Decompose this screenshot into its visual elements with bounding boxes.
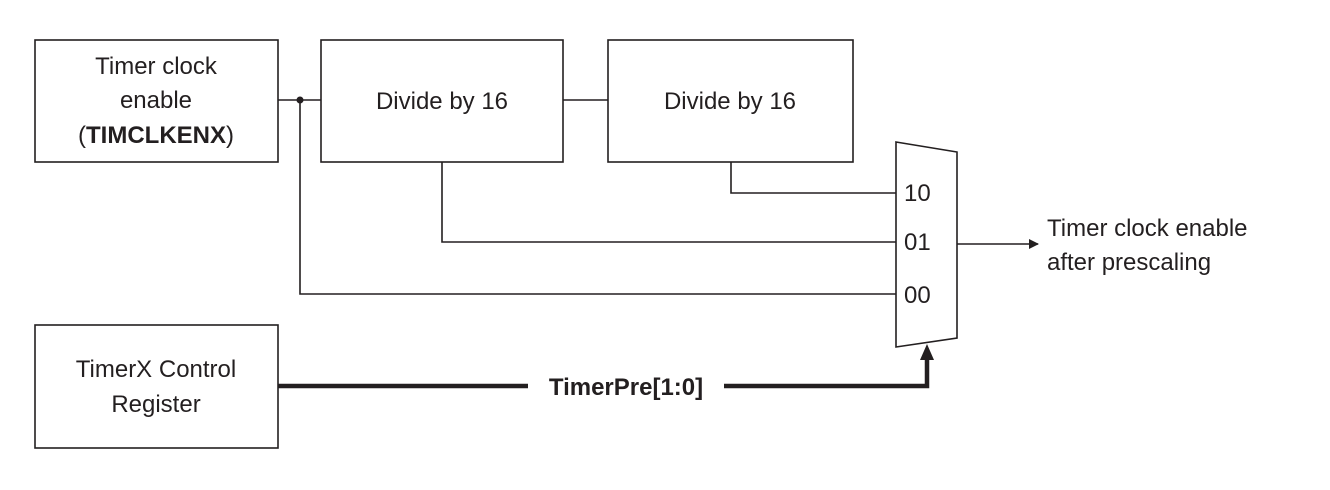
clock-enable-paren-open: ( bbox=[78, 122, 86, 149]
clock-enable-line3: (TIMCLKENX) bbox=[78, 122, 234, 149]
mux-input-00: 00 bbox=[904, 282, 931, 309]
wire-clock-to-mux00 bbox=[299, 100, 896, 295]
multiplexer: 10 01 00 bbox=[895, 141, 958, 348]
output-label-line1: Timer clock enable bbox=[1047, 215, 1248, 242]
divider-1-label: Divide by 16 bbox=[376, 88, 508, 115]
signal-wires bbox=[278, 96, 1039, 295]
prescaler-bus: TimerPre[1:0] bbox=[278, 344, 934, 401]
bus-right-segment bbox=[724, 357, 930, 389]
wire-divider2-to-mux10 bbox=[730, 162, 896, 194]
mux-input-01: 01 bbox=[904, 229, 931, 256]
divider-block-2: Divide by 16 bbox=[607, 39, 854, 163]
divider-block-1: Divide by 16 bbox=[320, 39, 564, 163]
wire-divider1-to-mux01 bbox=[441, 162, 896, 243]
bus-arrowhead bbox=[920, 344, 934, 360]
clock-enable-line1: Timer clock bbox=[95, 53, 218, 80]
bus-label: TimerPre[1:0] bbox=[549, 374, 703, 401]
clock-enable-line2: enable bbox=[120, 87, 192, 114]
divider-2-label: Divide by 16 bbox=[664, 88, 796, 115]
control-register-block: TimerX Control Register bbox=[34, 324, 279, 449]
clock-enable-block: Timer clock enable (TIMCLKENX) bbox=[34, 39, 279, 163]
control-register-line2: Register bbox=[111, 391, 200, 418]
control-register-line1: TimerX Control bbox=[76, 356, 236, 383]
output-label: Timer clock enable after prescaling bbox=[1047, 215, 1248, 276]
mux-input-10: 10 bbox=[904, 180, 931, 207]
clock-enable-paren-close: ) bbox=[226, 122, 234, 149]
clock-enable-signal-name: TIMCLKENX bbox=[86, 122, 226, 149]
output-label-line2: after prescaling bbox=[1047, 249, 1211, 276]
